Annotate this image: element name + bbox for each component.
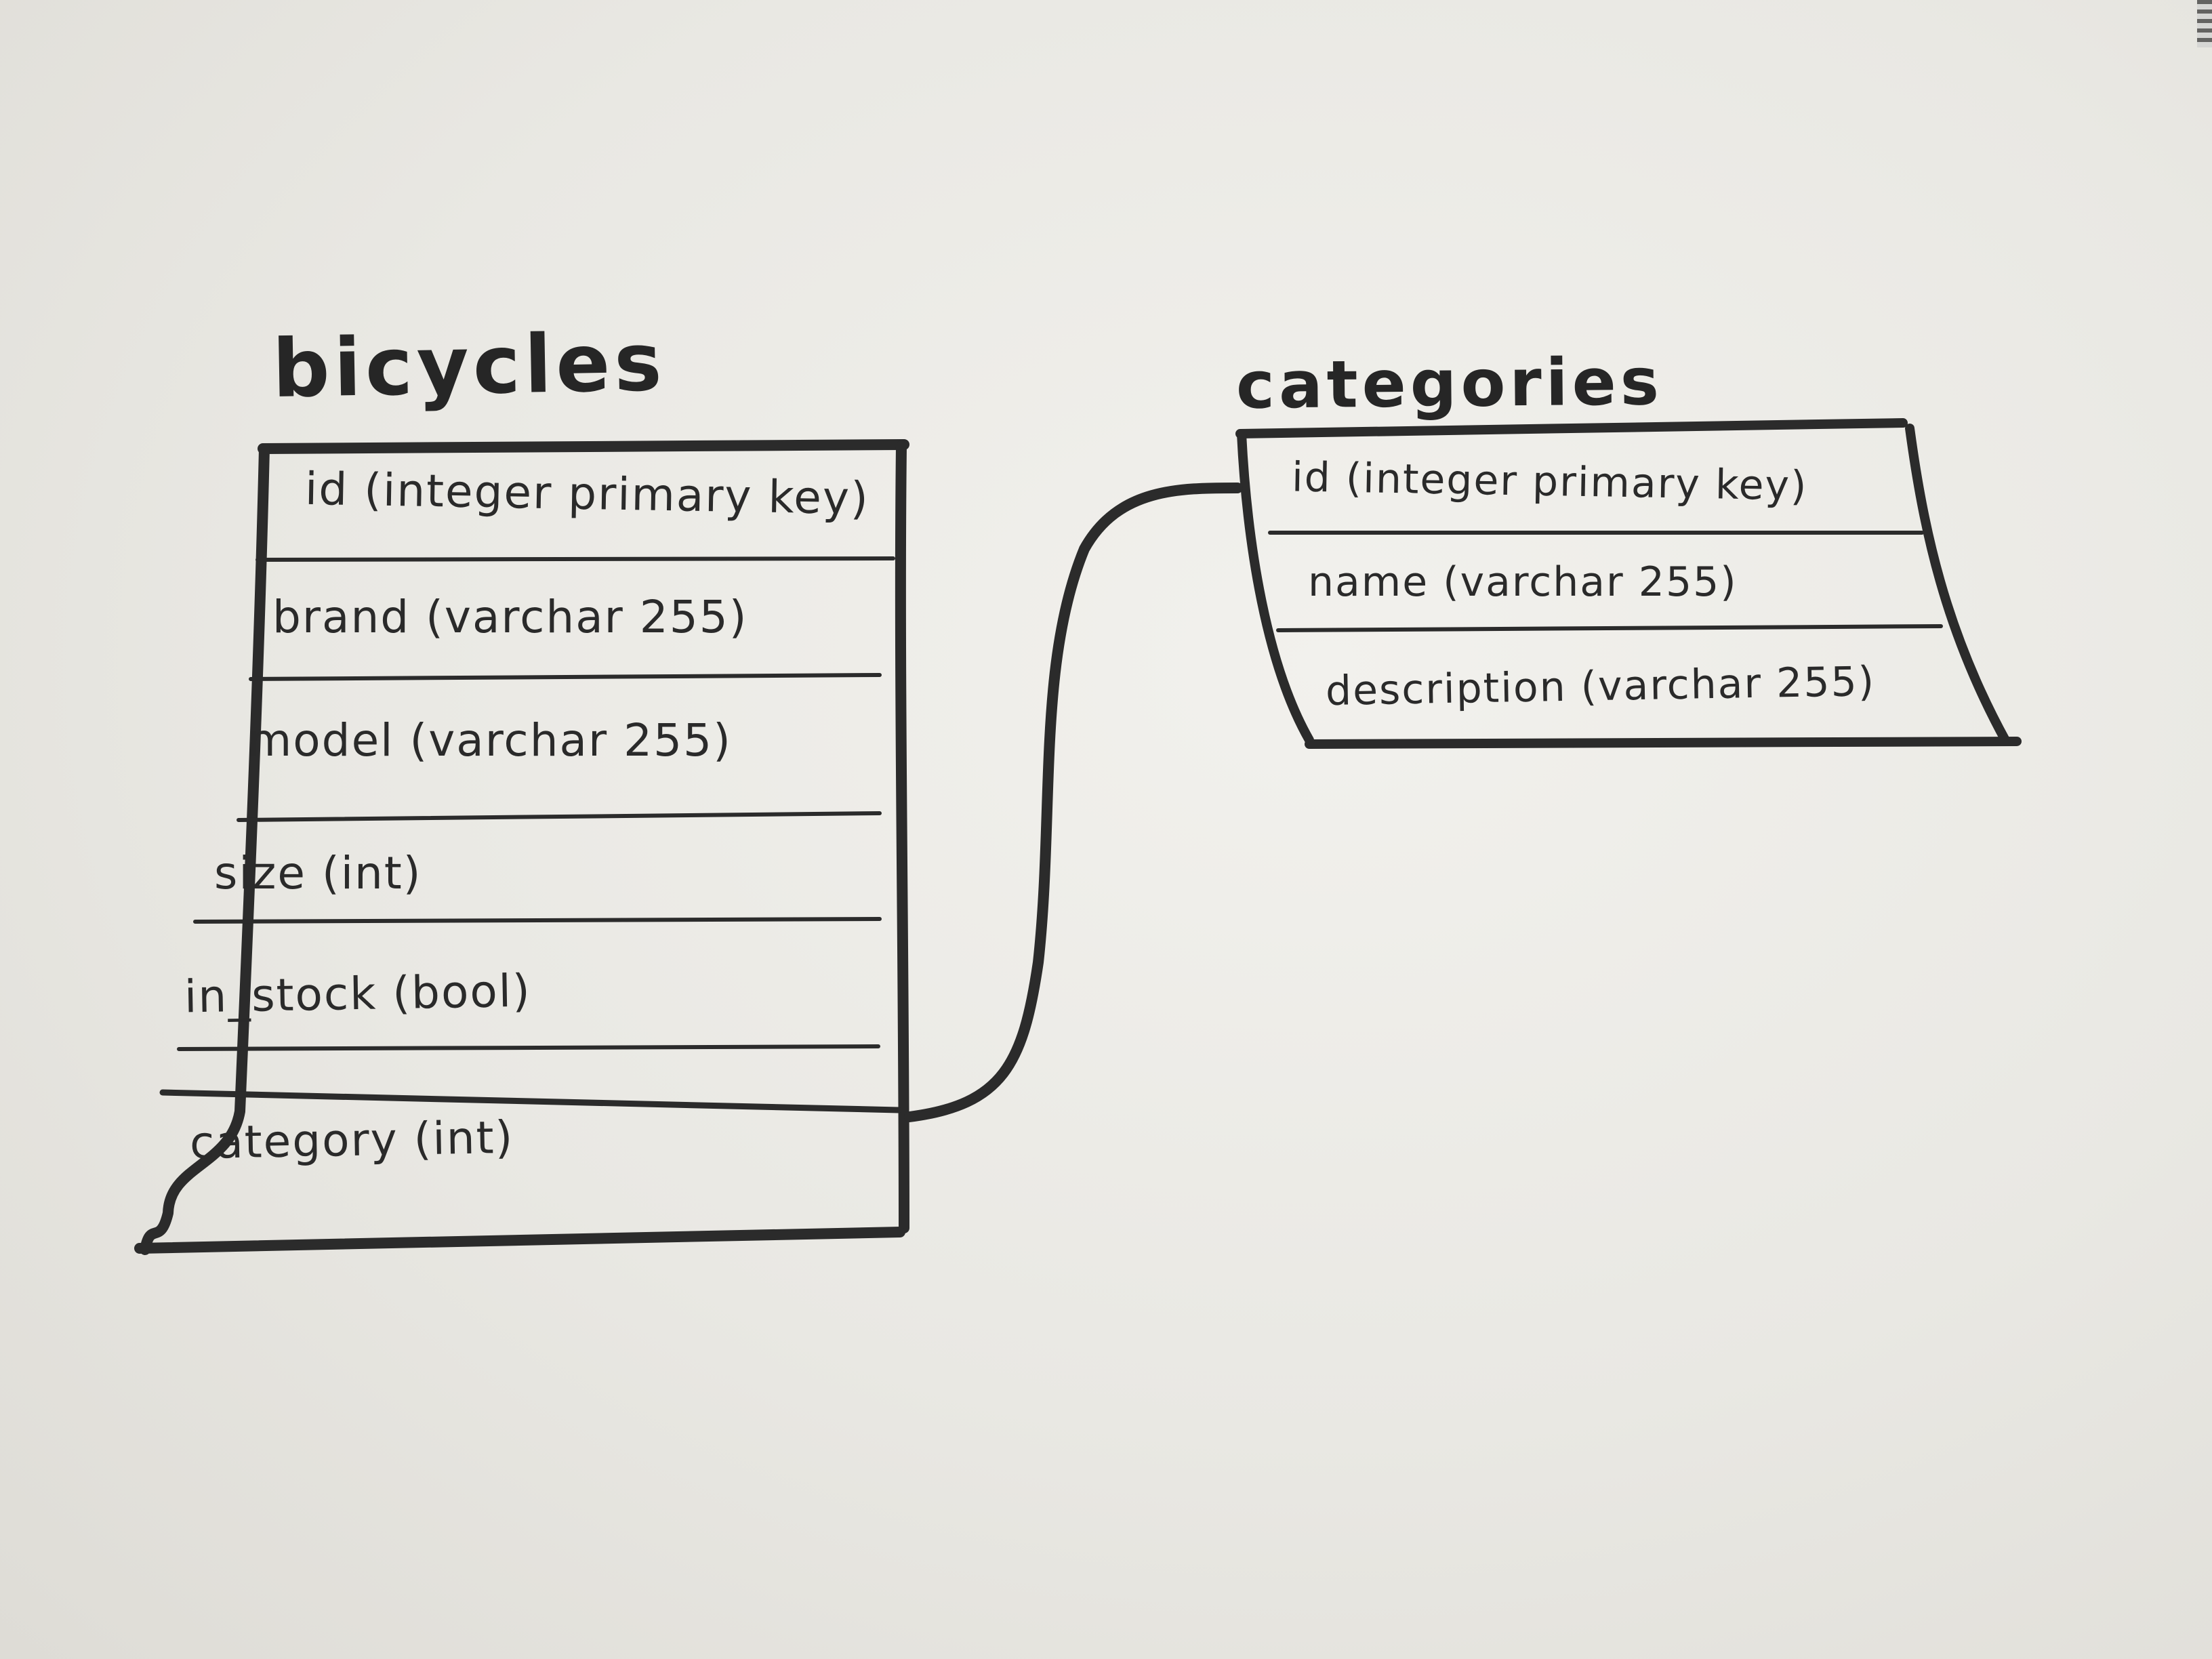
categories-field-description: description (varchar 255) [1325,657,1876,716]
bicycles-field-in-stock: in_stock (bool) [184,964,532,1023]
bicycles-field-category: category (int) [189,1111,514,1170]
categories-table-frame [1235,418,2022,749]
bicycles-field-id: id (integer primary key) [304,462,870,525]
relationship-connector [904,483,1243,1122]
categories-field-id: id (integer primary key) [1291,453,1808,510]
bicycles-row-separators [159,556,902,1113]
bicycles-field-brand: brand (varchar 255) [272,591,748,643]
bicycles-field-model: model (varchar 255) [248,714,732,766]
categories-row-separators [1268,531,1943,632]
bicycles-field-size: size (int) [214,847,422,899]
corner-edge-mark [2197,0,2212,47]
categories-field-name: name (varchar 255) [1308,558,1738,606]
bicycles-table-frame [134,439,909,1255]
